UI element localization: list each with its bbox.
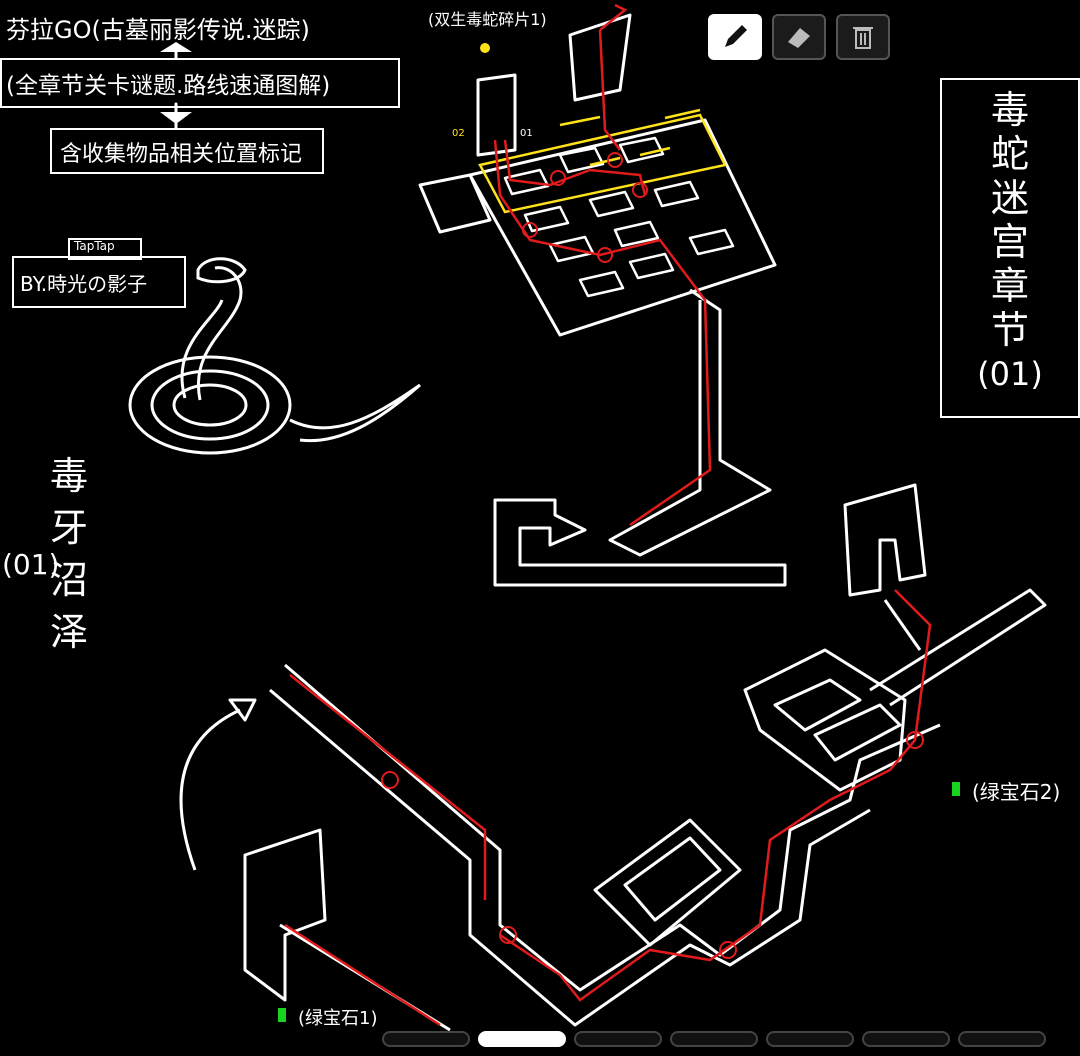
- author-box: [12, 256, 186, 308]
- subtitle-box: [0, 58, 400, 108]
- maze-route-red: [493, 3, 712, 527]
- page-indicator: [382, 1031, 1046, 1047]
- page-dot[interactable]: [862, 1031, 950, 1047]
- maze-route-yellow: [478, 108, 727, 214]
- author-name: BY.時光の影子: [20, 272, 148, 296]
- collection-note: 含收集物品相关位置标记: [60, 142, 303, 167]
- gem1-label: (绿宝石1): [298, 1008, 378, 1029]
- down-arrow-icon: [160, 112, 192, 124]
- gem2-label: (绿宝石2): [972, 780, 1061, 804]
- bottom-route-red: [284, 589, 932, 1027]
- level-title: 毒 牙 沼 泽: [49, 454, 88, 654]
- drawing-toolbar: [708, 14, 890, 60]
- page-subtitle: (全章节关卡谜题.路线速通图解): [6, 73, 331, 99]
- page-dot-current[interactable]: [478, 1031, 566, 1047]
- eraser-icon: [788, 28, 810, 48]
- trash-icon: [853, 27, 873, 49]
- eraser-tool-button[interactable]: [772, 14, 826, 60]
- trap-markers: [381, 152, 924, 959]
- note-box: [50, 128, 324, 174]
- shard-marker-icon: [480, 43, 490, 53]
- gem1-marker-icon: [278, 1008, 286, 1022]
- chapter-box: [940, 78, 1080, 418]
- pencil-icon: [725, 25, 747, 47]
- snake-icon: [128, 257, 421, 455]
- top-maze: [418, 13, 787, 587]
- page-dot[interactable]: [958, 1031, 1046, 1047]
- pencil-tool-button[interactable]: [708, 14, 762, 60]
- trash-tool-button[interactable]: [836, 14, 890, 60]
- gem2-marker-icon: [952, 782, 960, 796]
- page-dot[interactable]: [766, 1031, 854, 1047]
- page-dot[interactable]: [574, 1031, 662, 1047]
- page-title: 芬拉GO(古墓丽影传说.迷踪): [6, 16, 310, 44]
- page-dot[interactable]: [670, 1031, 758, 1047]
- mark-02-label: 02: [452, 128, 465, 139]
- page-dot[interactable]: [382, 1031, 470, 1047]
- level-number: (01): [2, 548, 60, 581]
- chapter-title: 毒 蛇 迷 宫 章 节 (01): [977, 88, 1043, 393]
- bottom-maze: [179, 483, 1047, 1032]
- up-arrow-icon: [160, 42, 192, 52]
- mark-01-label: 01: [520, 128, 533, 139]
- snake-shard-label: (双生毒蛇碎片1): [428, 10, 547, 29]
- taptap-tag-box: [68, 238, 142, 260]
- taptap-tag: TapTap: [74, 239, 115, 253]
